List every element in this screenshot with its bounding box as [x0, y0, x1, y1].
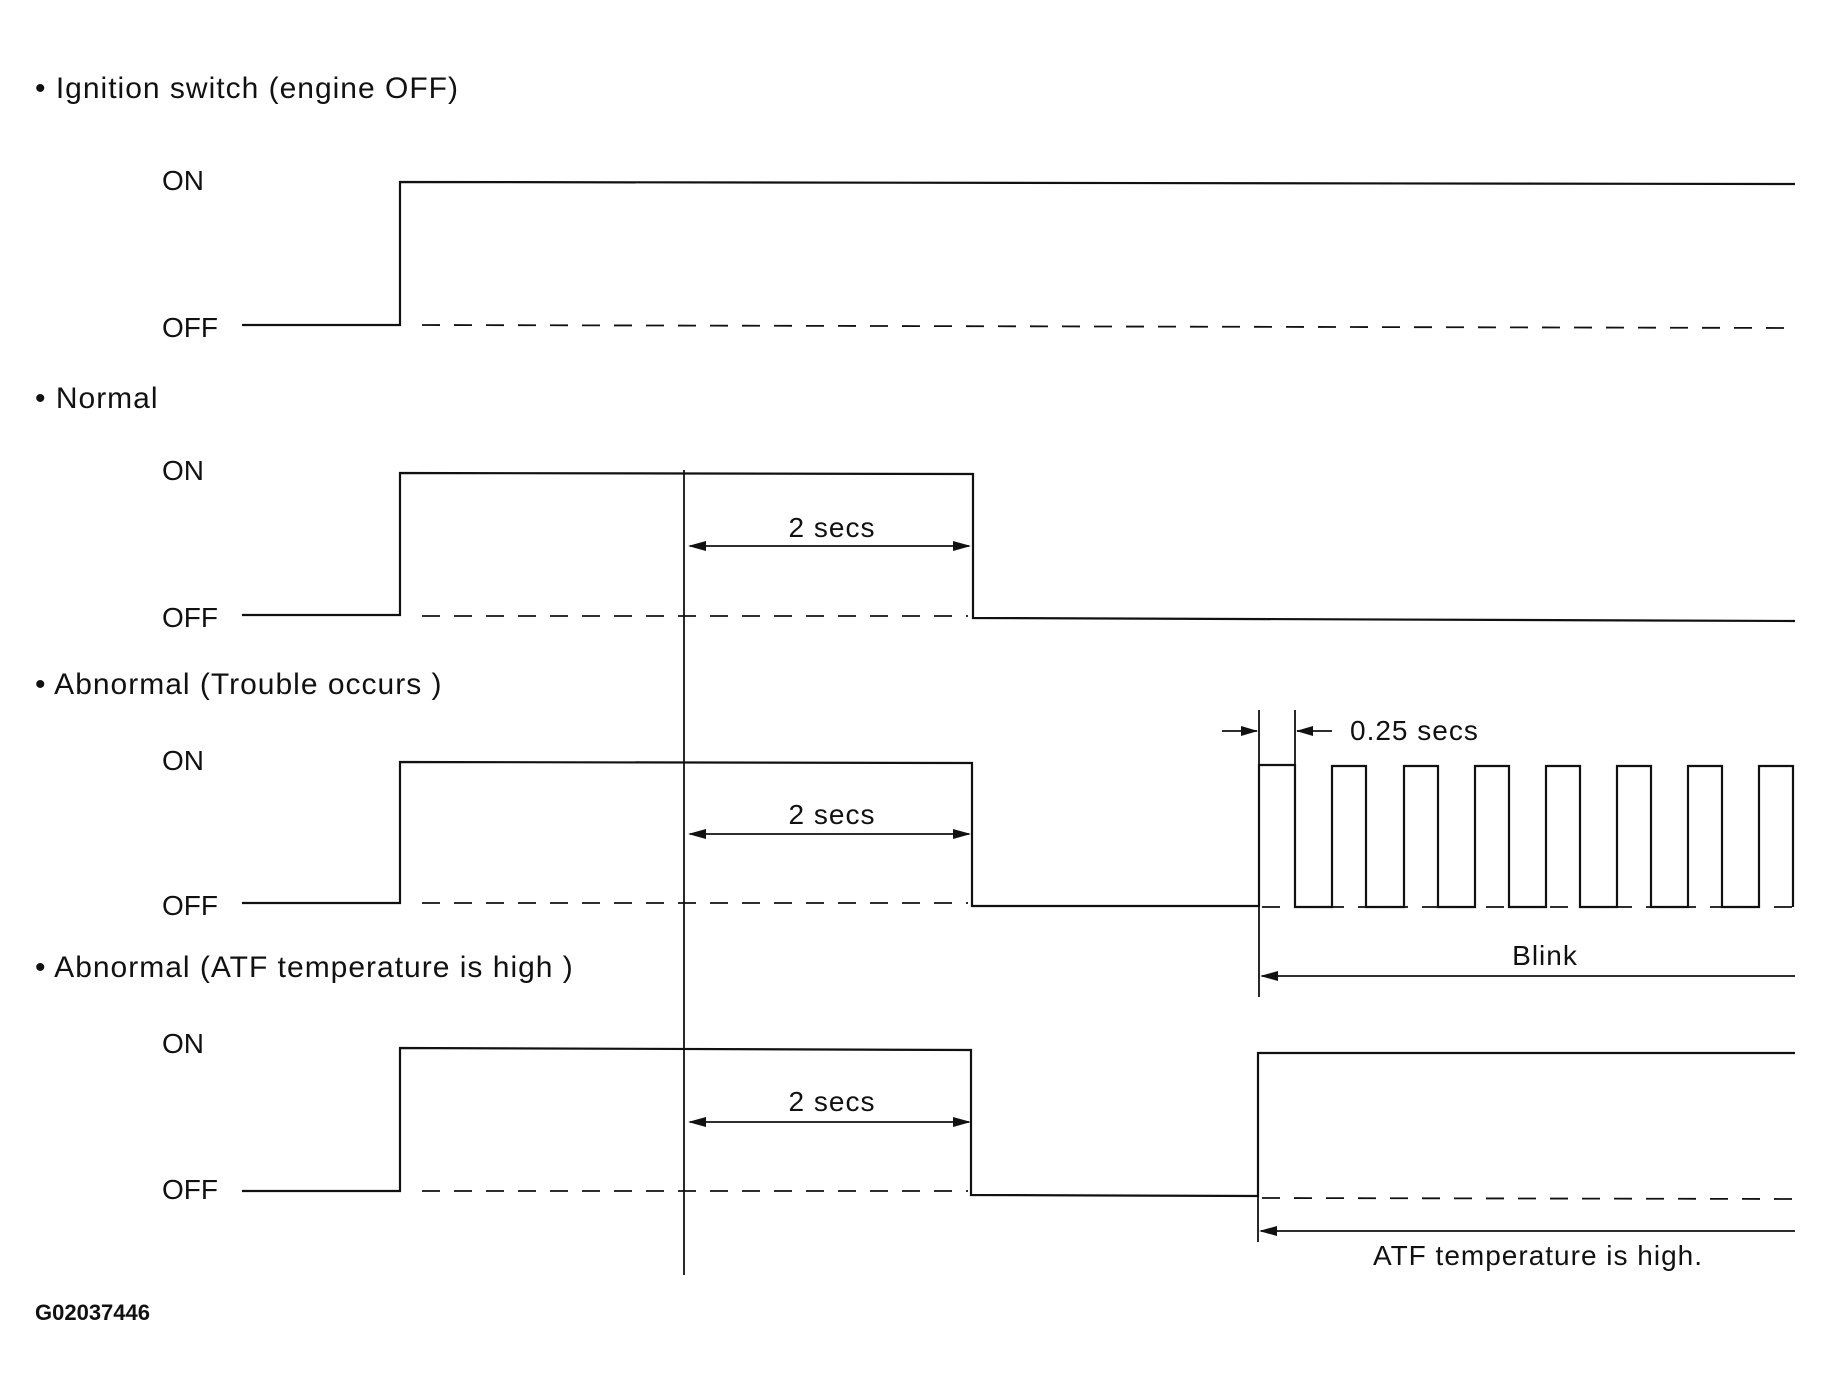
trouble-on-label: ON — [162, 745, 204, 776]
quarter-secs-label: 0.25 secs — [1350, 715, 1479, 746]
blink-arrow-left — [1260, 971, 1278, 981]
atf-on-label: ON — [162, 1028, 204, 1059]
blink-label: Blink — [1512, 940, 1578, 971]
atf-high-label: ATF temperature is high. — [1373, 1240, 1703, 1271]
heading-atf-temperature: • Abnormal (ATF temperature is high ) — [35, 951, 574, 984]
ignition-waveform — [242, 180, 1796, 327]
atf-high-off-dashed-line — [1261, 1197, 1796, 1200]
atf-waveform — [242, 1046, 1795, 1198]
heading-normal: • Normal — [35, 382, 159, 415]
quarter-secs-arrow-left — [1241, 726, 1258, 736]
trouble-dim-arrow-right — [953, 829, 971, 839]
atf-off-label: OFF — [162, 1174, 218, 1205]
figure-id: G02037446 — [35, 1300, 150, 1325]
trouble-2secs-label: 2 secs — [789, 799, 876, 830]
normal-on-label: ON — [162, 455, 204, 486]
normal-dim-arrow-left — [688, 541, 706, 551]
normal-off-label: OFF — [162, 602, 218, 633]
ignition-off-dashed-line — [421, 324, 1796, 329]
atf-2secs-label: 2 secs — [789, 1086, 876, 1117]
heading-trouble-occurs: • Abnormal (Trouble occurs ) — [35, 668, 443, 701]
normal-waveform — [242, 471, 1796, 623]
trouble-dim-arrow-left — [688, 829, 706, 839]
heading-ignition-switch: • Ignition switch (engine OFF) — [35, 72, 459, 105]
normal-2secs-label: 2 secs — [789, 512, 876, 543]
trouble-off-label: OFF — [162, 890, 218, 921]
atf-dim-arrow-left — [688, 1117, 706, 1127]
trouble-waveform — [242, 760, 1795, 909]
normal-dim-arrow-right — [953, 541, 971, 551]
ignition-on-label: ON — [162, 165, 204, 196]
quarter-secs-arrow-right — [1296, 726, 1313, 736]
atf-dim-arrow-right — [953, 1117, 971, 1127]
ignition-off-label: OFF — [162, 312, 218, 343]
atf-high-arrow-left — [1259, 1226, 1277, 1236]
